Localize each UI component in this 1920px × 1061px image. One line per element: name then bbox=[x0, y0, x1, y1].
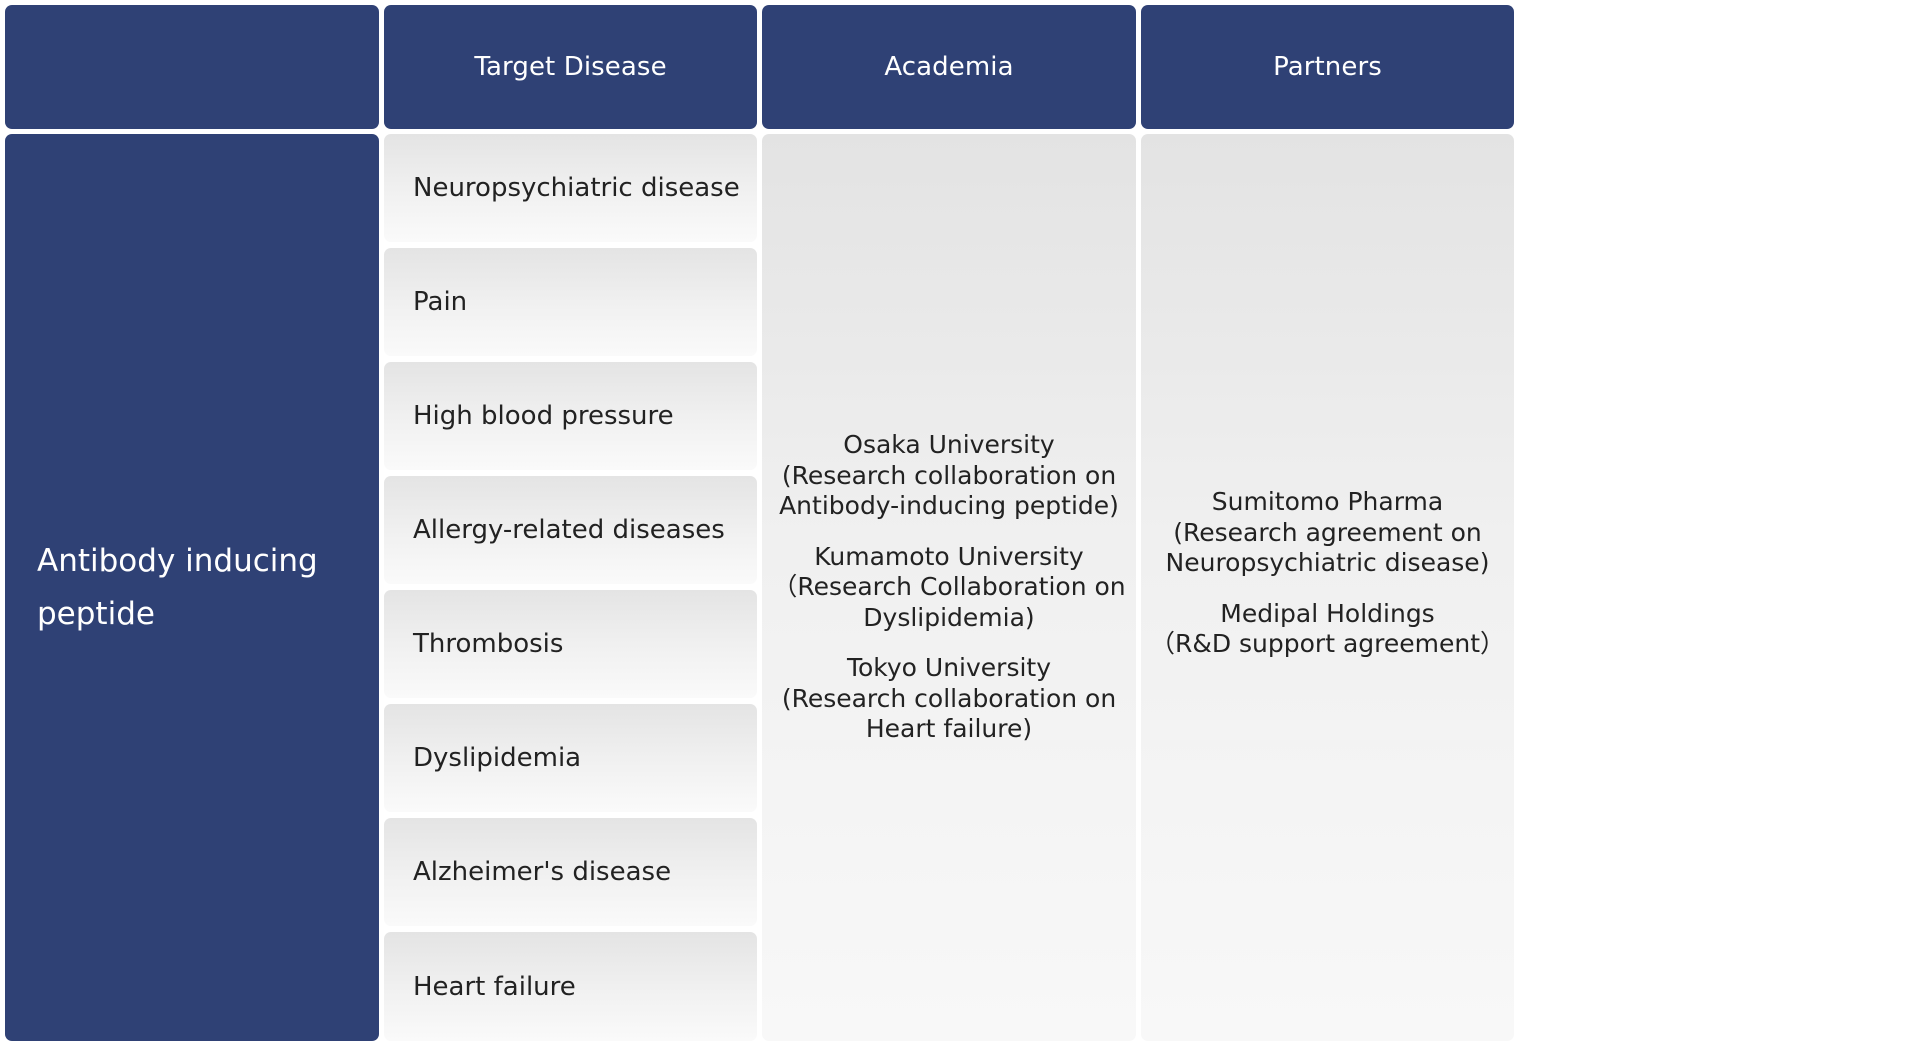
academia-detail: (Research collaboration on bbox=[781, 683, 1117, 713]
academia-entry: Tokyo University (Research collaboration… bbox=[782, 653, 1116, 745]
academia-detail: Antibody-inducing peptide) bbox=[779, 491, 1119, 521]
technology-label-line1: Antibody inducing bbox=[37, 542, 318, 579]
academia-name: Osaka University bbox=[843, 430, 1055, 460]
academia-detail: Dyslipidemia) bbox=[863, 602, 1035, 632]
target-disease-header-label: Target Disease bbox=[474, 52, 667, 82]
partner-entry: Sumitomo Pharma (Research agreement on N… bbox=[1166, 487, 1490, 579]
disease-cell: High blood pressure bbox=[384, 362, 757, 470]
technology-label: Antibody inducing peptide bbox=[37, 535, 327, 641]
disease-cell: Allergy-related diseases bbox=[384, 476, 757, 584]
disease-label: High blood pressure bbox=[413, 401, 674, 431]
target-disease-header: Target Disease bbox=[384, 5, 757, 129]
disease-label: Thrombosis bbox=[413, 629, 564, 659]
disease-cell: Neuropsychiatric disease bbox=[384, 134, 757, 242]
partner-detail: Neuropsychiatric disease) bbox=[1165, 548, 1490, 577]
disease-label: Allergy-related diseases bbox=[413, 515, 725, 545]
academia-header: Academia bbox=[762, 5, 1136, 129]
partner-detail: (Research agreement on bbox=[1173, 517, 1482, 547]
academia-header-label: Academia bbox=[884, 52, 1014, 82]
disease-cell: Heart failure bbox=[384, 932, 757, 1041]
partner-name: Medipal Holdings bbox=[1220, 598, 1435, 628]
academia-detail: （Research Collaboration on bbox=[772, 572, 1126, 602]
academia-cell: Osaka University (Research collaboration… bbox=[762, 134, 1136, 1041]
partners-cell: Sumitomo Pharma (Research agreement on N… bbox=[1141, 134, 1514, 1041]
academia-detail: (Research collaboration on bbox=[781, 460, 1117, 490]
disease-label: Neuropsychiatric disease bbox=[413, 173, 740, 203]
academia-detail: Heart failure) bbox=[865, 714, 1033, 744]
corner-header-cell bbox=[5, 5, 379, 129]
academia-entry: Kumamoto University （Research Collaborat… bbox=[772, 542, 1125, 634]
disease-label: Alzheimer's disease bbox=[413, 857, 672, 887]
disease-cell: Thrombosis bbox=[384, 590, 757, 698]
disease-cell: Dyslipidemia bbox=[384, 704, 757, 812]
partner-detail: （R&D support agreement） bbox=[1149, 629, 1506, 658]
disease-label: Dyslipidemia bbox=[413, 743, 582, 773]
partner-name: Sumitomo Pharma bbox=[1211, 487, 1444, 516]
disease-label: Heart failure bbox=[413, 971, 576, 1002]
technology-label-line2: peptide bbox=[37, 595, 155, 632]
technology-cell: Antibody inducing peptide bbox=[5, 134, 379, 1041]
academia-name: Tokyo University bbox=[846, 653, 1052, 683]
disease-cell: Pain bbox=[384, 248, 757, 356]
partner-entry: Medipal Holdings （R&D support agreement） bbox=[1150, 599, 1505, 660]
partners-header: Partners bbox=[1141, 5, 1514, 129]
disease-label: Pain bbox=[413, 287, 468, 317]
academia-entry: Osaka University (Research collaboration… bbox=[779, 430, 1119, 522]
academia-name: Kumamoto University bbox=[814, 541, 1084, 571]
disease-cell: Alzheimer's disease bbox=[384, 818, 757, 926]
partners-header-label: Partners bbox=[1273, 52, 1382, 82]
